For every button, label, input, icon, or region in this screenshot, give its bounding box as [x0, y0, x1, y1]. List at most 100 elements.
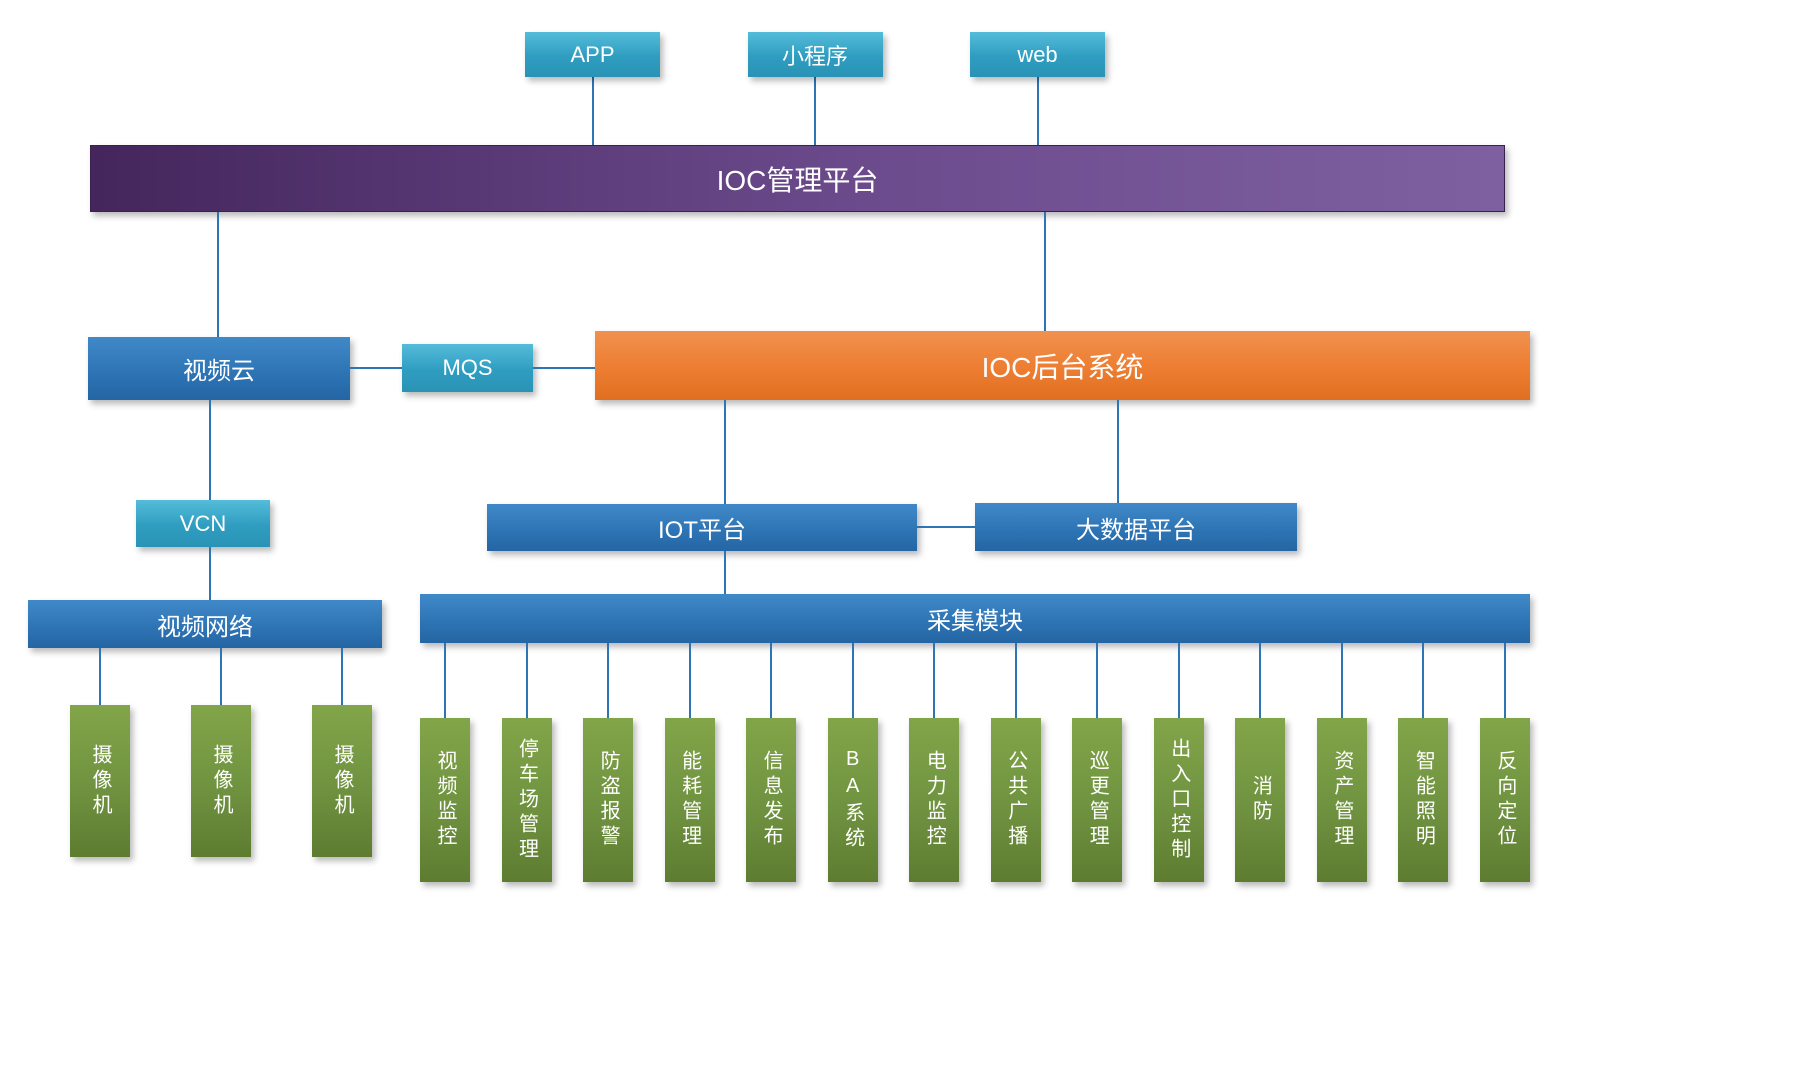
node-bigdata-platform-label: 大数据平台 [1076, 516, 1196, 544]
connector-backend-to-bigdata [1117, 400, 1119, 503]
connector-collection-to-subsystem [525, 643, 528, 718]
node-subsystem-label: 巡更管理 [1086, 750, 1109, 850]
connector-miniprogram-to-platform [814, 77, 816, 145]
node-video-network: 视频网络 [28, 600, 382, 648]
connector-collection-to-subsystem [1422, 643, 1425, 718]
node-subsystem-label: BA系统 [841, 748, 864, 852]
miniprogram-node-wrap: 小程序 [747, 32, 883, 145]
subsystem-node-wrap: 出入口控制 [1153, 643, 1204, 883]
connector-videocloud-to-mqs [350, 367, 402, 369]
subsystem-node-wrap: 公共广播 [990, 643, 1041, 883]
subsystem-row: 视频监控 停车场管理 防盗报警 能耗管理 信息发布 [420, 643, 1530, 883]
node-web: web [970, 32, 1105, 77]
camera-node-wrap: 摄像机 [191, 648, 251, 860]
connector-collection-to-subsystem [688, 643, 691, 718]
node-ioc-backend: IOC后台系统 [595, 331, 1530, 400]
connector-videonetwork-to-camera [99, 648, 101, 705]
node-app: APP [525, 32, 660, 77]
node-subsystem-fire-protection: 消防 [1235, 718, 1286, 882]
connector-collection-to-subsystem [1340, 643, 1343, 718]
connector-iot-to-bigdata [917, 526, 975, 528]
node-collection-module-label: 采集模块 [927, 608, 1023, 635]
subsystem-node-wrap: 视频监控 [420, 643, 470, 883]
node-camera-label: 摄像机 [89, 743, 111, 819]
camera-node-wrap: 摄像机 [70, 648, 130, 860]
node-subsystem-access-control: 出入口控制 [1153, 718, 1204, 882]
subsystem-node-wrap: 信息发布 [746, 643, 797, 883]
node-subsystem-asset-management: 资产管理 [1316, 718, 1367, 882]
subsystem-node-wrap: 资产管理 [1316, 643, 1367, 883]
node-miniprogram-label: 小程序 [781, 43, 848, 69]
node-video-cloud: 视频云 [88, 337, 350, 400]
node-camera-label: 摄像机 [331, 743, 353, 819]
node-subsystem-smart-lighting: 智能照明 [1398, 718, 1449, 882]
connector-collection-to-subsystem [770, 643, 773, 718]
app-node-wrap: APP [525, 32, 660, 145]
node-camera: 摄像机 [312, 705, 372, 857]
node-subsystem-label: 资产管理 [1330, 750, 1353, 850]
node-subsystem-label: 视频监控 [434, 750, 456, 850]
connector-collection-to-subsystem [1177, 643, 1180, 718]
node-camera: 摄像机 [191, 705, 251, 857]
node-subsystem-parking-management: 停车场管理 [501, 718, 552, 882]
node-subsystem-label: 消防 [1249, 775, 1272, 825]
camera-node-wrap: 摄像机 [312, 648, 372, 860]
node-ioc-management-platform-label: IOC管理平台 [716, 164, 879, 196]
connector-vcn-to-videonetwork [209, 547, 211, 600]
connector-web-to-platform [1036, 77, 1039, 145]
subsystem-node-wrap: 能耗管理 [664, 643, 715, 883]
node-subsystem-power-monitoring: 电力监控 [909, 718, 960, 882]
connector-collection-to-subsystem [1503, 643, 1506, 718]
node-subsystem-burglar-alarm: 防盗报警 [583, 718, 634, 882]
node-mqs: MQS [402, 344, 533, 392]
connector-app-to-platform [591, 77, 594, 145]
connector-platform-to-backend [1044, 212, 1046, 331]
node-iot-platform-label: IOT平台 [658, 517, 746, 544]
client-apps-row: APP 小程序 web [525, 32, 1105, 145]
connector-collection-to-subsystem [851, 643, 854, 718]
connector-videonetwork-to-camera [220, 648, 222, 705]
node-camera-label: 摄像机 [210, 743, 232, 819]
subsystem-node-wrap: 电力监控 [909, 643, 960, 883]
connector-collection-to-subsystem [607, 643, 610, 718]
node-camera: 摄像机 [70, 705, 130, 857]
connector-mqs-to-backend [533, 367, 595, 369]
node-subsystem-label: 公共广播 [1004, 750, 1027, 850]
connector-collection-to-subsystem [1096, 643, 1099, 718]
subsystem-node-wrap: 反向定位 [1479, 643, 1530, 883]
connector-iot-to-collection [724, 551, 726, 594]
node-app-label: APP [570, 41, 615, 67]
node-web-label: web [1017, 41, 1058, 67]
camera-row: 摄像机 摄像机 摄像机 [70, 648, 372, 860]
subsystem-node-wrap: 智能照明 [1398, 643, 1449, 883]
node-subsystem-label: 出入口控制 [1167, 737, 1190, 863]
node-collection-module: 采集模块 [420, 594, 1530, 643]
subsystem-node-wrap: 消防 [1235, 643, 1286, 883]
subsystem-node-wrap: 巡更管理 [1072, 643, 1123, 883]
node-subsystem-information-release: 信息发布 [746, 718, 797, 882]
node-subsystem-label: 反向定位 [1493, 750, 1516, 850]
node-video-network-label: 视频网络 [157, 613, 253, 641]
connector-videonetwork-to-camera [341, 648, 343, 705]
connector-collection-to-subsystem [1014, 643, 1017, 718]
subsystem-node-wrap: 防盗报警 [583, 643, 634, 883]
node-subsystem-energy-management: 能耗管理 [664, 718, 715, 882]
node-subsystem-reverse-positioning: 反向定位 [1479, 718, 1530, 882]
web-node-wrap: web [970, 32, 1105, 145]
node-vcn-label: VCN [179, 510, 227, 536]
node-subsystem-video-monitoring: 视频监控 [420, 718, 470, 882]
node-subsystem-label: 能耗管理 [678, 750, 701, 850]
connector-videocloud-to-vcn [209, 400, 211, 500]
node-subsystem-patrol-management: 巡更管理 [1072, 718, 1123, 882]
node-subsystem-label: 停车场管理 [515, 737, 538, 863]
node-bigdata-platform: 大数据平台 [975, 503, 1297, 551]
node-subsystem-label: 信息发布 [760, 750, 783, 850]
node-subsystem-label: 防盗报警 [597, 750, 620, 850]
connector-collection-to-subsystem [933, 643, 936, 718]
node-subsystem-label: 电力监控 [923, 750, 946, 850]
node-subsystem-label: 智能照明 [1412, 750, 1435, 850]
connector-collection-to-subsystem [444, 643, 446, 718]
connector-backend-to-iot [724, 400, 726, 504]
node-subsystem-public-broadcast: 公共广播 [990, 718, 1041, 882]
